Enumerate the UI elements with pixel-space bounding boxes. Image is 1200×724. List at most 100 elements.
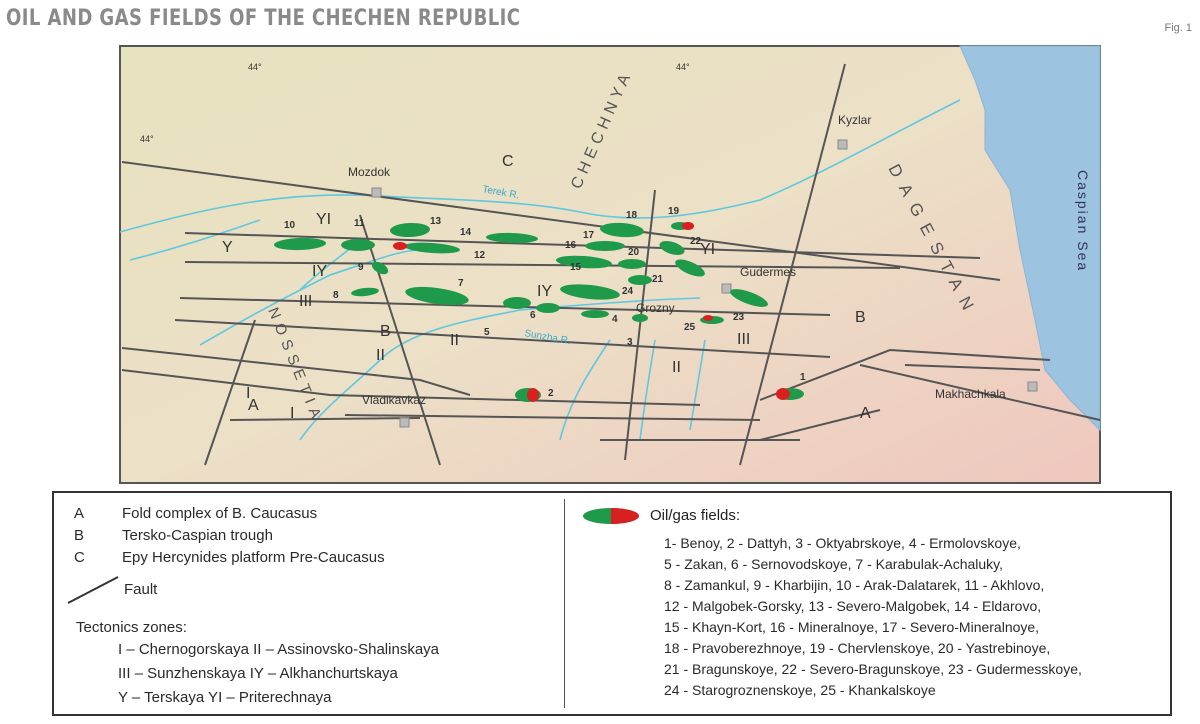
zone-numeral: I <box>290 405 294 422</box>
field-number: 17 <box>583 230 595 241</box>
fields-line: 24 - Starogroznenskoye, 25 - Khankalskoy… <box>664 682 936 698</box>
field-number: 12 <box>474 250 486 261</box>
zone-numeral: YI <box>700 241 715 258</box>
oil-field-marker <box>730 289 768 307</box>
gas-field-marker <box>682 222 694 230</box>
tectonics-zone-line: I – Chernogorskaya II – Assinovsko-Shali… <box>118 641 439 658</box>
oil-field-marker <box>536 303 560 313</box>
city-label: Makhachkala <box>935 387 1006 401</box>
field-number: 19 <box>668 206 680 217</box>
tectonics-title: Tectonics zones: <box>76 619 187 636</box>
fields-line: 12 - Malgobek-Gorsky, 13 - Severo-Malgob… <box>664 598 1042 614</box>
tectonics-zone-line: Y – Terskaya YI – Priterechnaya <box>118 689 332 706</box>
field-number: 9 <box>358 262 364 273</box>
fields-line: 8 - Zamankul, 9 - Kharbijin, 10 - Arak-D… <box>664 577 1045 593</box>
grid-label: 44° <box>676 62 690 72</box>
city-marker <box>1027 381 1038 392</box>
gas-field-marker <box>776 388 790 400</box>
oil-field-marker <box>274 237 326 251</box>
tectonics-zone-line: III – Sunzhenskaya IY – Alkhanchurtskaya <box>118 665 398 682</box>
zone-letter: C <box>502 153 514 170</box>
zone-numeral: YI <box>316 211 331 228</box>
city-label: Gudermes <box>740 265 796 279</box>
fields-line: 15 - Khayn-Kort, 16 - Mineralnoye, 17 - … <box>664 619 1040 635</box>
legend-divider <box>564 499 565 708</box>
oil-field-marker <box>341 239 375 251</box>
fields-list: 1- Benoy, 2 - Dattyh, 3 - Oktyabrskoye, … <box>664 533 1082 701</box>
field-number: 3 <box>627 337 633 348</box>
zone-numeral: IY <box>312 263 327 280</box>
oil-field-marker <box>581 310 609 318</box>
sea-label: Caspian Sea <box>1075 170 1091 272</box>
gas-field-marker <box>703 315 713 321</box>
field-number: 13 <box>430 216 442 227</box>
field-number: 20 <box>628 247 640 258</box>
zone-letter: A <box>248 397 259 414</box>
city-marker <box>837 139 848 150</box>
grid-label: 44° <box>248 62 262 72</box>
oil-field-marker <box>351 287 379 297</box>
fault-symbol-icon <box>67 576 119 604</box>
oil-field-marker <box>371 261 389 275</box>
field-number: 25 <box>684 322 696 333</box>
zone-numeral: I <box>246 385 250 402</box>
fields-line: 5 - Zakan, 6 - Sernovodskoye, 7 - Karabu… <box>664 556 1004 572</box>
oil-field-marker <box>404 242 460 254</box>
field-number: 1 <box>800 372 806 383</box>
field-number: 24 <box>622 286 634 297</box>
zone-numeral: II <box>450 332 459 349</box>
fault-lines <box>121 63 1101 466</box>
oil-field-marker <box>486 232 538 244</box>
city-marker <box>399 417 410 428</box>
zone-numeral: IY <box>537 283 552 300</box>
fields-line: 1- Benoy, 2 - Dattyh, 3 - Oktyabrskoye, … <box>664 535 1021 551</box>
gas-field-marker <box>393 242 407 250</box>
caspian-sea <box>959 45 1101 432</box>
map-title: Oil and gas fields of the Chechen Republ… <box>6 6 521 31</box>
zone-numeral: III <box>737 331 750 348</box>
grid-label: 44° <box>140 134 154 144</box>
gas-field-marker <box>527 388 539 402</box>
zone-numeral: II <box>376 347 385 364</box>
oil-field-marker <box>560 284 620 300</box>
field-number: 10 <box>284 220 296 231</box>
field-number: 21 <box>652 274 664 285</box>
field-number: 22 <box>690 236 702 247</box>
oil-gas-field-icon <box>583 508 639 524</box>
field-number: 4 <box>612 314 618 325</box>
field-number: 15 <box>570 262 582 273</box>
fields-title: Oil/gas fields: <box>650 507 741 524</box>
oil-field-marker <box>585 241 625 251</box>
fields-line: 21 - Bragunskoye, 22 - Severo-Bragunskoy… <box>664 661 1082 677</box>
oil-field-marker <box>632 314 648 322</box>
legend-fault-label: Fault <box>124 581 158 598</box>
fields-line: 18 - Pravoberezhnoye, 19 - Chervlenskoye… <box>664 640 1051 656</box>
oil-field-marker <box>405 286 469 306</box>
zone-numeral: II <box>672 359 681 376</box>
oil-field-marker <box>618 259 646 269</box>
zone-letter: B <box>855 309 866 326</box>
zone-letter: B <box>380 323 391 340</box>
city-label: Vladikavkaz <box>362 393 426 407</box>
oil-field-marker <box>675 259 705 277</box>
figure-label: Fig. 1 <box>1164 22 1192 34</box>
field-number: 2 <box>548 388 554 399</box>
oil-field-marker <box>556 255 612 269</box>
zone-letter: A <box>860 405 871 422</box>
rivers <box>119 99 961 441</box>
city-marker <box>721 283 732 294</box>
field-number: 6 <box>530 310 536 321</box>
field-number: 18 <box>626 210 638 221</box>
city-marker <box>371 187 382 198</box>
oil-field-marker <box>659 241 685 255</box>
zone-numeral: Y <box>222 239 233 256</box>
field-number: 23 <box>733 312 745 323</box>
city-label: Grozny <box>636 301 675 315</box>
field-number: 8 <box>333 290 339 301</box>
field-number: 7 <box>458 278 464 289</box>
